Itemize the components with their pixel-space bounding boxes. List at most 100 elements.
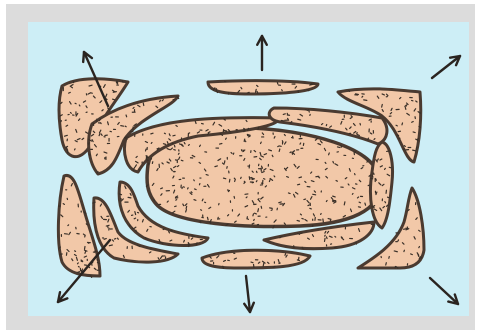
speckle-mark — [119, 194, 121, 195]
speckle-mark — [249, 177, 250, 180]
speckle-mark — [142, 220, 143, 222]
speckle-mark — [256, 181, 257, 182]
speckle-mark — [352, 193, 353, 194]
speckle-mark — [274, 176, 275, 177]
speckle-mark — [408, 210, 409, 211]
speckle-mark — [188, 145, 189, 146]
speckle-mark — [97, 172, 98, 173]
speckle-mark — [336, 181, 337, 182]
speckle-mark — [246, 120, 247, 121]
speckle-mark — [362, 96, 363, 97]
speckle-mark — [78, 267, 79, 268]
speckle-mark — [263, 263, 264, 266]
speckle-mark — [279, 202, 281, 203]
speckle-mark — [157, 148, 159, 149]
speckle-mark — [394, 251, 397, 252]
speckle-mark — [421, 257, 422, 258]
speckle-mark — [370, 133, 372, 134]
speckle-mark — [184, 240, 185, 242]
speckle-mark — [311, 172, 312, 173]
speckle-mark — [419, 127, 420, 128]
speckle-mark — [104, 239, 106, 240]
speckle-mark — [328, 219, 331, 220]
speckle-mark — [196, 243, 197, 245]
speckle-mark — [145, 149, 146, 151]
speckle-mark — [186, 210, 187, 212]
speckle-mark — [329, 153, 330, 155]
speckle-mark — [403, 149, 405, 150]
speckle-mark — [169, 232, 170, 233]
speckle-mark — [396, 125, 397, 126]
speckle-mark — [309, 110, 310, 112]
speckle-mark — [97, 263, 99, 264]
speckle-mark — [122, 81, 123, 82]
speckle-mark — [216, 88, 217, 89]
speckle-mark — [83, 234, 84, 235]
speckle-mark — [257, 91, 258, 93]
speckle-mark — [173, 135, 175, 136]
speckle-mark — [201, 210, 202, 211]
speckle-mark — [99, 134, 100, 136]
speckle-mark — [226, 138, 227, 139]
speckle-mark — [322, 124, 323, 125]
speckle-mark — [419, 230, 420, 231]
speckle-mark — [271, 210, 272, 211]
speckle-mark — [88, 242, 89, 243]
speckle-mark — [326, 200, 327, 201]
speckle-mark — [68, 225, 69, 226]
speckle-mark — [325, 231, 326, 233]
speckle-mark — [264, 179, 265, 180]
speckle-mark — [200, 145, 201, 146]
speckle-mark — [199, 162, 200, 163]
fragmentation-diagram — [28, 22, 469, 316]
speckle-mark — [272, 155, 273, 156]
speckle-mark — [278, 146, 279, 147]
speckle-mark — [66, 125, 68, 126]
speckle-mark — [241, 177, 242, 178]
speckle-mark — [305, 181, 306, 182]
speckle-mark — [108, 122, 109, 125]
speckle-mark — [419, 246, 420, 247]
speckle-mark — [279, 149, 280, 151]
speckle-mark — [374, 139, 375, 140]
speckle-mark — [325, 238, 326, 241]
speckle-mark — [382, 105, 383, 108]
speckle-mark — [195, 121, 196, 123]
speckle-mark — [311, 181, 314, 182]
speckle-mark — [248, 128, 249, 130]
speckle-mark — [186, 206, 187, 208]
speckle-mark — [180, 144, 182, 145]
speckle-mark — [252, 171, 253, 172]
speckle-mark — [231, 153, 232, 154]
speckle-mark — [207, 217, 208, 220]
speckle-mark — [220, 143, 222, 144]
speckle-mark — [208, 132, 210, 133]
speckle-mark — [404, 146, 405, 147]
speckle-mark — [376, 179, 377, 180]
speckle-mark — [405, 107, 406, 109]
speckle-mark — [223, 266, 224, 268]
speckle-mark — [121, 126, 124, 127]
speckle-mark — [337, 147, 340, 148]
speckle-mark — [200, 221, 201, 223]
speckle-mark — [154, 200, 155, 201]
figure-frame — [6, 4, 475, 330]
speckle-mark — [78, 263, 79, 264]
speckle-mark — [75, 251, 76, 252]
speckle-mark — [386, 263, 387, 265]
figure-panel — [28, 22, 469, 316]
speckle-mark — [417, 138, 418, 139]
fragment-top-center — [208, 81, 318, 94]
speckle-mark — [130, 194, 131, 196]
speckle-mark — [192, 236, 195, 237]
speckle-mark — [378, 159, 379, 160]
speckle-mark — [117, 238, 118, 239]
speckle-mark — [134, 218, 135, 219]
speckle-mark — [243, 150, 244, 151]
speckle-mark — [176, 125, 177, 126]
speckle-mark — [261, 142, 262, 143]
speckle-mark — [89, 85, 92, 86]
speckle-mark — [125, 126, 126, 127]
speckle-mark — [385, 168, 386, 169]
speckle-mark — [188, 188, 189, 189]
